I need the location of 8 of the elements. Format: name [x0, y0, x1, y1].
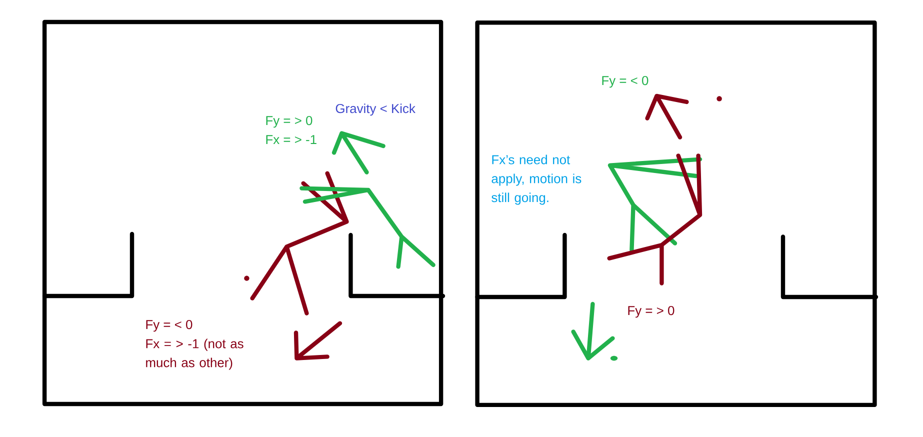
- force-label: Fy = > 0: [266, 116, 312, 128]
- force-label: Fx = > -1: [266, 135, 316, 144]
- note-text: Fx’s need not apply, motion is still going.: [492, 154, 582, 205]
- force-label: Fy = < 0: [146, 320, 192, 332]
- note-text: Gravity < Kick: [336, 104, 416, 116]
- force-label: Fx = > -1 (not as much as other): [146, 338, 244, 370]
- force-label: Fy = > 0: [628, 306, 674, 318]
- force-label: Fy = < 0: [602, 76, 648, 88]
